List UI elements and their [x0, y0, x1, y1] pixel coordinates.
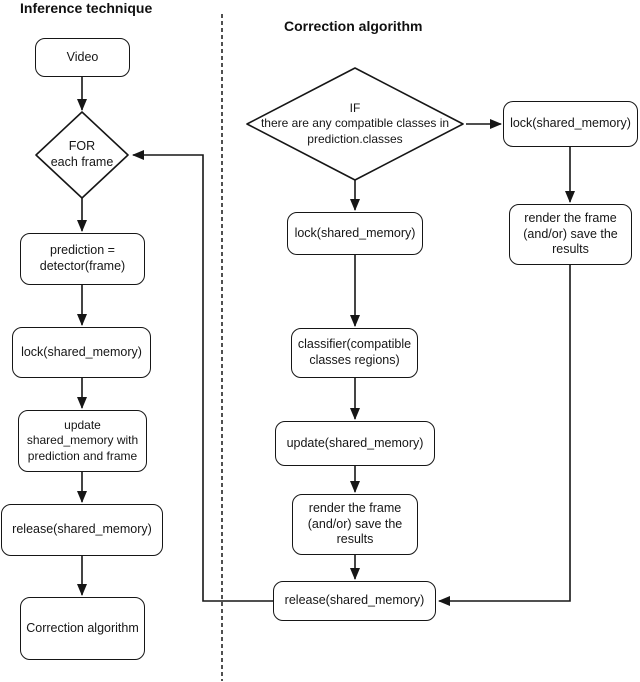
edge-release-back-to-for-loop: [132, 150, 273, 602]
node-update-main: update(shared_memory): [275, 421, 435, 466]
node-release-correction: release(shared_memory): [273, 581, 436, 621]
node-video: Video: [35, 38, 130, 77]
node-prediction: prediction = detector(frame): [20, 233, 145, 285]
node-classifier: classifier(compatible classes regions): [291, 328, 418, 378]
node-lock-inference: lock(shared_memory): [12, 327, 151, 378]
node-lock-alt: lock(shared_memory): [503, 101, 638, 147]
node-correction-algorithm: Correction algorithm: [20, 597, 145, 660]
edge-render-alt-to-release: [438, 265, 571, 606]
node-release-inference: release(shared_memory): [1, 504, 163, 556]
node-lock-main: lock(shared_memory): [287, 212, 423, 255]
node-render-alt: render the frame (and/or) save the resul…: [509, 204, 632, 265]
node-update-inference: update shared_memory with prediction and…: [18, 410, 147, 472]
correction-section-title: Correction algorithm: [284, 18, 423, 34]
inference-section-title: Inference technique: [20, 0, 153, 16]
node-render-main: render the frame (and/or) save the resul…: [292, 494, 418, 555]
for-loop-diamond-shape: [35, 111, 129, 199]
if-condition-diamond-shape: [246, 67, 464, 181]
